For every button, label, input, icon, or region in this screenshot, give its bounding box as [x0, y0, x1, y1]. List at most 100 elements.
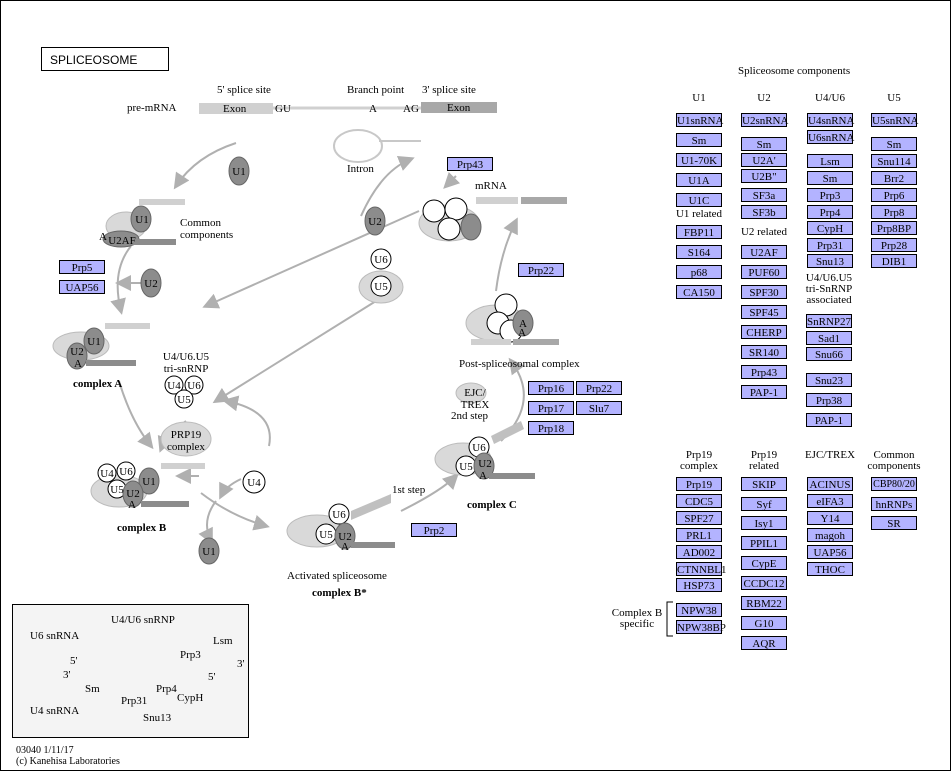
gene-node-u2-3[interactable]: U2B": [741, 169, 787, 183]
gene-node-ejc-0[interactable]: ACINUS: [807, 477, 853, 491]
gene-node-prp19r-5[interactable]: CCDC12: [741, 576, 787, 590]
gene-node-ejc-4[interactable]: UAP56: [807, 545, 853, 559]
gene-node-u2-1[interactable]: Sm: [741, 137, 787, 151]
u1-released-particle: [198, 537, 220, 565]
node-prp43[interactable]: Prp43: [447, 157, 493, 171]
gene-node-tri-assoc-4[interactable]: Prp38: [806, 393, 852, 407]
gene-node-prp19r-6[interactable]: RBM22: [741, 596, 787, 610]
gene-node-u4u6-5[interactable]: Prp4: [807, 205, 853, 219]
gene-node-prp19c-5[interactable]: CTNNBL1: [676, 562, 727, 576]
gene-node-complex-b-specific-1[interactable]: NPW38BP: [676, 620, 726, 634]
svg-text:A: A: [519, 318, 527, 330]
gene-node-ejc-5[interactable]: THOC: [807, 562, 853, 576]
pre-mrna-label: pre-mRNA: [127, 102, 177, 114]
three-prime-site-label: 3' splice site: [422, 84, 476, 96]
components-prp19r-header: Prp19 related: [749, 449, 779, 472]
gene-node-prp19c-1[interactable]: CDC5: [676, 494, 722, 508]
gene-node-complex-b-specific-0[interactable]: NPW38: [676, 603, 722, 617]
gene-node-prp19r-0[interactable]: SKIP: [741, 477, 787, 491]
gene-node-prp19r-2[interactable]: Isy1: [741, 516, 787, 530]
node-prp16[interactable]: Prp16: [528, 381, 574, 395]
gene-node-ejc-1[interactable]: eIFA3: [807, 494, 853, 508]
gene-node-u1-1[interactable]: Sm: [676, 133, 722, 147]
svg-text:U6: U6: [187, 380, 201, 392]
legend-u6-snrna: U6 snRNA: [30, 630, 80, 642]
gene-node-u5-6[interactable]: Prp8BP: [871, 221, 917, 235]
svg-text:U4: U4: [167, 380, 181, 392]
gene-node-prp19c-2[interactable]: SPF27: [676, 511, 722, 525]
gene-node-u4u6-7[interactable]: Prp31: [807, 238, 853, 252]
legend-snu13: Snu13: [143, 712, 172, 724]
svg-text:U2: U2: [338, 531, 351, 543]
gene-node-u1-related-0[interactable]: FBP11: [676, 225, 722, 239]
node-prp22-a[interactable]: Prp22: [518, 263, 564, 277]
gene-node-tri-assoc-3[interactable]: Snu23: [806, 373, 852, 387]
gene-node-u4u6-3[interactable]: Sm: [807, 171, 853, 185]
gene-node-prp19r-4[interactable]: CypE: [741, 556, 787, 570]
gene-node-u4u6-6[interactable]: CypH: [807, 221, 853, 235]
gene-node-u2-related-7[interactable]: PAP-1: [741, 385, 787, 399]
gene-node-tri-assoc-0[interactable]: SnRNP27: [806, 314, 852, 328]
gene-node-u2-2[interactable]: U2A': [741, 153, 787, 167]
svg-text:U6: U6: [332, 509, 346, 521]
gene-node-u1-0[interactable]: U1snRNA: [676, 113, 724, 127]
gene-node-u2-related-1[interactable]: PUF60: [741, 265, 787, 279]
components-u2-related-header: U2 related: [740, 226, 788, 238]
gene-node-u2-related-4[interactable]: CHERP: [741, 325, 787, 339]
gene-node-u5-2[interactable]: Snu114: [871, 154, 917, 168]
gene-node-ejc-3[interactable]: magoh: [807, 528, 853, 542]
node-prp22-b[interactable]: Prp22: [576, 381, 622, 395]
gene-node-u2-0[interactable]: U2snRNA: [741, 113, 789, 127]
gene-node-u2-4[interactable]: SF3a: [741, 188, 787, 202]
gene-node-u2-5[interactable]: SF3b: [741, 205, 787, 219]
node-slu7[interactable]: Slu7: [576, 401, 622, 415]
gene-node-u2-related-0[interactable]: U2AF: [741, 245, 787, 259]
node-prp17[interactable]: Prp17: [528, 401, 574, 415]
gene-node-tri-assoc-5[interactable]: PAP-1: [806, 413, 852, 427]
gene-node-u5-8[interactable]: DIB1: [871, 254, 917, 268]
gene-node-u5-1[interactable]: Sm: [871, 137, 917, 151]
gene-node-prp19c-6[interactable]: HSP73: [676, 578, 722, 592]
gene-node-u5-7[interactable]: Prp28: [871, 238, 917, 252]
gene-node-u4u6-4[interactable]: Prp3: [807, 188, 853, 202]
complex-c-graphic: [434, 382, 535, 480]
gene-node-u1-related-2[interactable]: p68: [676, 265, 722, 279]
gene-node-prp19r-1[interactable]: Syf: [741, 497, 787, 511]
gene-node-u5-4[interactable]: Prp6: [871, 188, 917, 202]
gene-node-u2-related-3[interactable]: SPF45: [741, 305, 787, 319]
gene-node-u4u6-8[interactable]: Snu13: [807, 254, 853, 268]
gene-node-prp19c-4[interactable]: AD002: [676, 545, 722, 559]
node-prp2[interactable]: Prp2: [411, 523, 457, 537]
gene-node-u1-related-3[interactable]: CA150: [676, 285, 722, 299]
gene-node-prp19c-3[interactable]: PRL1: [676, 528, 722, 542]
node-uap56[interactable]: UAP56: [59, 280, 105, 294]
gene-node-tri-assoc-1[interactable]: Sad1: [806, 331, 852, 345]
node-prp18[interactable]: Prp18: [528, 421, 574, 435]
gene-node-u2-related-6[interactable]: Prp43: [741, 365, 787, 379]
gene-node-ejc-2[interactable]: Y14: [807, 511, 853, 525]
gene-node-prp19c-0[interactable]: Prp19: [676, 477, 722, 491]
gene-node-u1-3[interactable]: U1A: [676, 173, 722, 187]
gene-node-prp19r-3[interactable]: PPIL1: [741, 536, 787, 550]
gene-node-common-0[interactable]: CBP80/20: [871, 477, 917, 491]
gene-node-common-1[interactable]: hnRNPs: [871, 497, 917, 511]
gene-node-u4u6-1[interactable]: U6snRNA: [807, 130, 855, 144]
components-ejc-header: EJC/TREX: [804, 449, 856, 461]
gene-node-u1-4[interactable]: U1C: [676, 193, 722, 207]
gene-node-u2-related-5[interactable]: SR140: [741, 345, 787, 359]
gene-node-u5-3[interactable]: Brr2: [871, 171, 917, 185]
node-prp5[interactable]: Prp5: [59, 260, 105, 274]
gene-node-common-2[interactable]: SR: [871, 516, 917, 530]
gene-node-u4u6-0[interactable]: U4snRNA: [807, 113, 855, 127]
gene-node-tri-assoc-2[interactable]: Snu66: [806, 347, 852, 361]
exon-right-label: Exon: [447, 102, 471, 114]
gene-node-u4u6-2[interactable]: Lsm: [807, 154, 853, 168]
gene-node-u5-5[interactable]: Prp8: [871, 205, 917, 219]
gene-node-u5-0[interactable]: U5snRNA: [871, 113, 919, 127]
gene-node-u1-2[interactable]: U1-70K: [676, 153, 722, 167]
gene-node-prp19r-8[interactable]: AQR: [741, 636, 787, 650]
gene-node-u1-related-1[interactable]: S164: [676, 245, 722, 259]
gene-node-u2-related-2[interactable]: SPF30: [741, 285, 787, 299]
svg-text:U1: U1: [202, 546, 215, 558]
gene-node-prp19r-7[interactable]: G10: [741, 616, 787, 630]
